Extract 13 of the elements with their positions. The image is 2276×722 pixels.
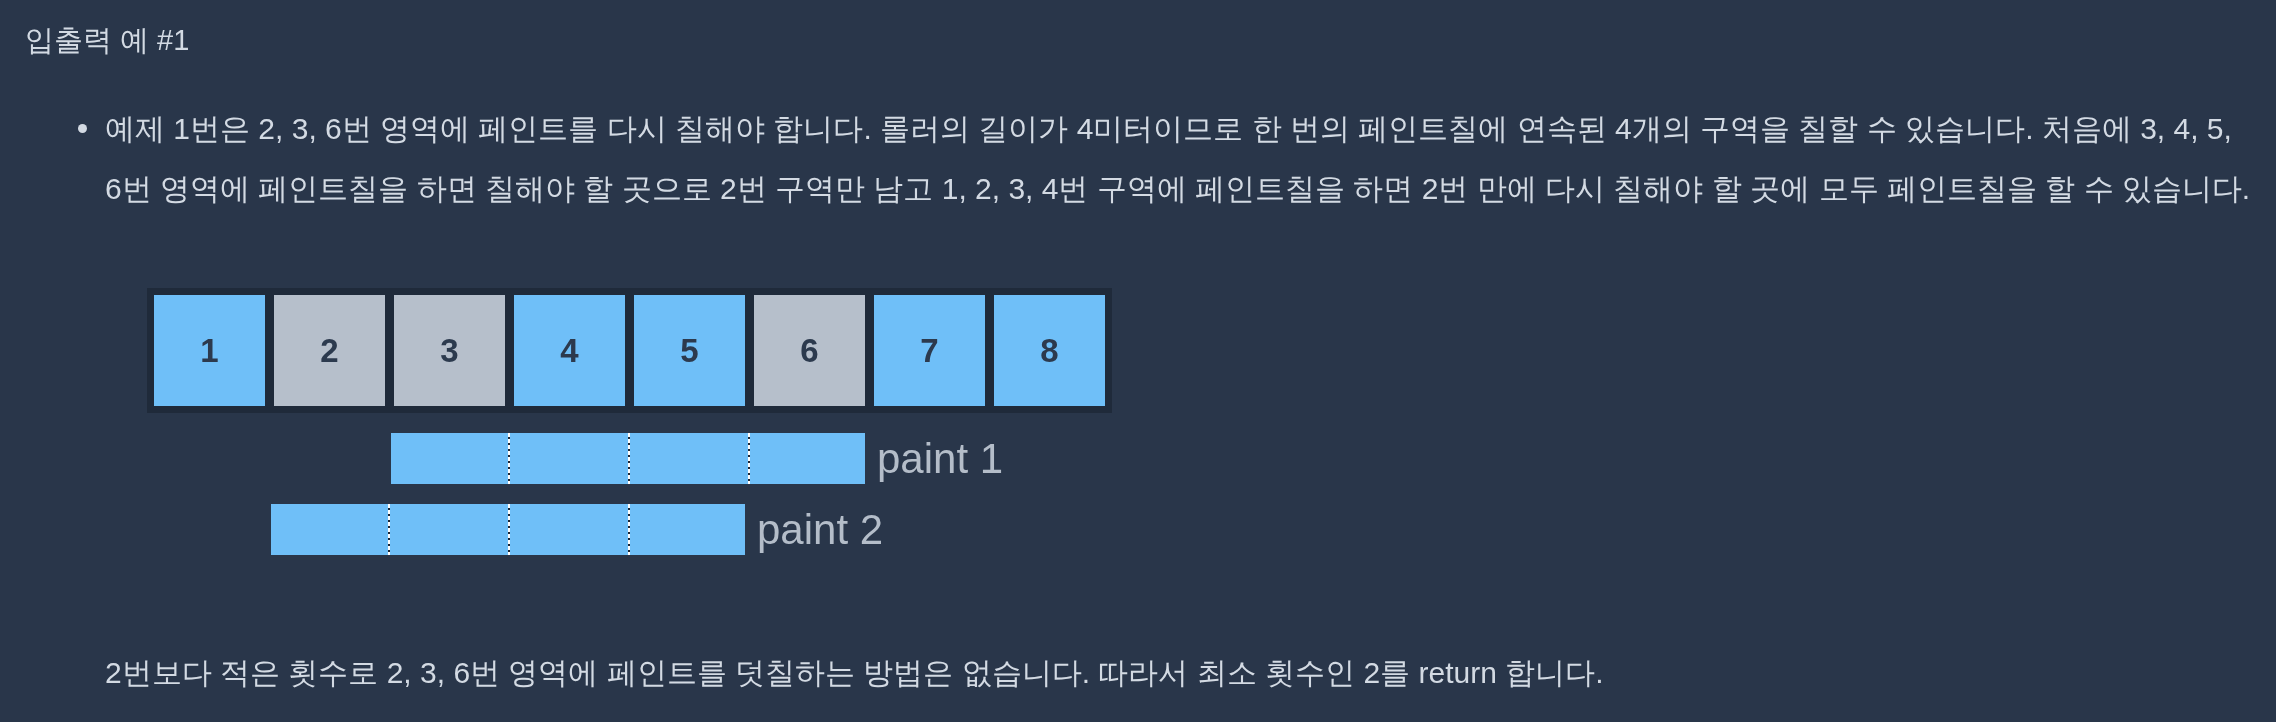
section-tile: 3 xyxy=(391,292,508,409)
bar-label: paint 2 xyxy=(757,505,884,554)
section-tile: 5 xyxy=(631,292,748,409)
section-tile: 6 xyxy=(751,292,868,409)
section-tile: 4 xyxy=(511,292,628,409)
paragraph: 예제 1번은 2, 3, 6번 영역에 페인트를 다시 칠해야 합니다. 롤러의 길이가 4미터이므로 한 번의 페인트칠에 연속된 4개의 구역을 칠할 수 있습니다. 처음에 3, 4, 5, 6번 영역에 페인트칠을 하면 칠해야 할 곳으로 2번 구역만 남고 1, 2, 3, 4번 구역에 페인트칠을 하면 2번 만에 다시 칠해야 할 곳에 모두 페인트칠을 할 수 있습니다. xyxy=(105,111,2252,207)
heading: 입출력 예 #1 xyxy=(25,23,190,58)
section-tile: 8 xyxy=(991,292,1108,409)
paragraph: 2번보다 적은 횟수로 2, 3, 6번 영역에 페인트를 덧칠하는 방법은 없습니다. 따라서 최소 횟수인 2를 return 합니다. xyxy=(105,655,1605,691)
section-tile: 1 xyxy=(151,292,268,409)
section-tile: 2 xyxy=(271,292,388,409)
bar-label: paint 1 xyxy=(877,434,1004,483)
section-tile: 7 xyxy=(871,292,988,409)
